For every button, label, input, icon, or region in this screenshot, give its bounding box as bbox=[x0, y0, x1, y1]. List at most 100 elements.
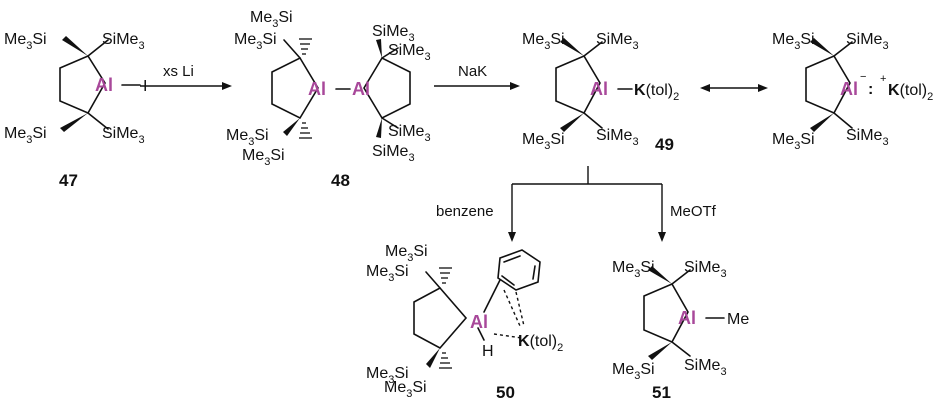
compound-number: 47 bbox=[59, 171, 78, 190]
me3si-label: Me3Si bbox=[242, 147, 285, 168]
ring-48-right bbox=[363, 56, 411, 120]
methyl-label: Me bbox=[727, 311, 749, 328]
sime3-label: SiMe3 bbox=[372, 23, 415, 44]
al-atom: Al bbox=[840, 79, 858, 99]
reaction-arrow-1: xs Li bbox=[140, 63, 232, 90]
bond bbox=[833, 41, 853, 57]
k-h-interaction bbox=[493, 333, 523, 339]
compound-number: 49 bbox=[655, 135, 674, 154]
bond bbox=[87, 112, 109, 130]
bond bbox=[671, 341, 691, 357]
sime3-label: SiMe3 bbox=[102, 125, 145, 146]
minus-charge: − bbox=[860, 71, 866, 83]
phenyl-ring bbox=[497, 249, 541, 291]
condition-label: MeOTf bbox=[670, 203, 717, 220]
compound-49: Me3Si SiMe3 Al K(tol)2 Me3Si SiMe3 49 bbox=[522, 31, 679, 154]
sime3-label: SiMe3 bbox=[846, 127, 889, 148]
me3si-label: Me3Si bbox=[234, 31, 277, 52]
compound-number: 51 bbox=[652, 383, 671, 402]
al-h-bond bbox=[477, 327, 485, 341]
condition-label: NaK bbox=[458, 63, 487, 80]
al-atom: Al bbox=[678, 308, 696, 328]
ring-51 bbox=[643, 282, 689, 344]
sime3-label: SiMe3 bbox=[596, 127, 639, 148]
wedge-bond bbox=[283, 118, 300, 136]
compound-50: Me3Si Me3Si Al H K(tol)2 Me3Si Me3Si 50 bbox=[366, 243, 563, 402]
reaction-arrow-2: NaK bbox=[434, 63, 520, 90]
compound-48: Me3Si Me3Si Al Al SiMe3 SiMe3 Me3Si Me3S… bbox=[226, 9, 431, 190]
potassium-label: K(tol)2 bbox=[888, 82, 933, 103]
hydride-atom: H bbox=[482, 343, 494, 360]
condition-label: xs Li bbox=[163, 63, 194, 80]
hashed-bond bbox=[299, 122, 312, 139]
wedge-bond bbox=[376, 39, 382, 58]
al-atom: Al bbox=[470, 312, 488, 332]
compound-47: Me3Si SiMe3 Al I Me3Si SiMe3 47 bbox=[4, 31, 147, 190]
bond bbox=[381, 117, 399, 129]
me3si-label: Me3Si bbox=[250, 9, 293, 30]
bond bbox=[583, 112, 603, 129]
wedge-bond bbox=[376, 118, 382, 138]
ring-47 bbox=[59, 54, 106, 115]
bond bbox=[425, 271, 441, 289]
me3si-label: Me3Si bbox=[4, 125, 47, 146]
sime3-label: SiMe3 bbox=[372, 143, 415, 164]
bond bbox=[671, 269, 691, 285]
sime3-label: SiMe3 bbox=[684, 259, 727, 280]
sime3-label: SiMe3 bbox=[388, 42, 431, 63]
me3si-label: Me3Si bbox=[384, 379, 427, 400]
bond bbox=[833, 112, 853, 129]
potassium-label: K(tol)2 bbox=[518, 333, 563, 354]
branch-arrows: benzene MeOTf bbox=[436, 166, 717, 242]
al-atom: Al bbox=[95, 75, 113, 95]
sime3-label: SiMe3 bbox=[684, 357, 727, 378]
me3si-label: Me3Si bbox=[366, 365, 409, 386]
al-atom: Al bbox=[308, 79, 326, 99]
me3si-label: Me3Si bbox=[226, 127, 269, 148]
lone-pair: : bbox=[868, 81, 873, 98]
ring-50 bbox=[413, 286, 468, 350]
plus-charge: + bbox=[880, 73, 886, 85]
al-atom: Al bbox=[590, 79, 608, 99]
me3si-label: Me3Si bbox=[522, 31, 565, 52]
wedge-bond bbox=[648, 266, 672, 284]
wedge-bond bbox=[648, 342, 672, 360]
me3si-label: Me3Si bbox=[772, 131, 815, 152]
al-phenyl-bond bbox=[483, 279, 501, 313]
potassium-label: K(tol)2 bbox=[634, 82, 679, 103]
me3si-label: Me3Si bbox=[612, 361, 655, 382]
wedge-bond bbox=[560, 113, 584, 132]
wedge-bond bbox=[426, 348, 440, 368]
hashed-bond bbox=[439, 267, 452, 284]
hashed-bond bbox=[299, 38, 312, 55]
k-arene-interaction bbox=[515, 291, 525, 327]
ring-49 bbox=[555, 54, 601, 115]
wedge-bond bbox=[810, 113, 834, 132]
compound-number: 50 bbox=[496, 383, 515, 402]
resonance-arrow bbox=[700, 84, 768, 92]
phenyl-double-bonds bbox=[501, 255, 536, 286]
ring-48-left bbox=[271, 56, 319, 120]
sime3-label: SiMe3 bbox=[388, 123, 431, 144]
wedge-bond bbox=[810, 38, 834, 56]
bond bbox=[583, 41, 603, 57]
bond bbox=[87, 39, 109, 57]
al-atom: Al bbox=[352, 79, 370, 99]
me3si-label: Me3Si bbox=[772, 31, 815, 52]
me3si-label: Me3Si bbox=[612, 259, 655, 280]
compound-49-ion-pair: Me3Si SiMe3 Al − : + K(tol)2 Me3Si SiMe3 bbox=[772, 31, 933, 152]
wedge-bond bbox=[60, 113, 88, 132]
wedge-bond bbox=[560, 38, 584, 56]
hashed-bond bbox=[439, 352, 452, 369]
bond bbox=[283, 39, 301, 59]
me3si-label: Me3Si bbox=[385, 243, 428, 264]
me3si-label: Me3Si bbox=[4, 31, 47, 52]
ring-49-ion bbox=[805, 54, 851, 115]
sime3-label: SiMe3 bbox=[596, 31, 639, 52]
bond bbox=[381, 47, 399, 59]
sime3-label: SiMe3 bbox=[846, 31, 889, 52]
wedge-bond bbox=[62, 36, 88, 56]
condition-label: benzene bbox=[436, 203, 494, 220]
compound-number: 48 bbox=[331, 171, 350, 190]
